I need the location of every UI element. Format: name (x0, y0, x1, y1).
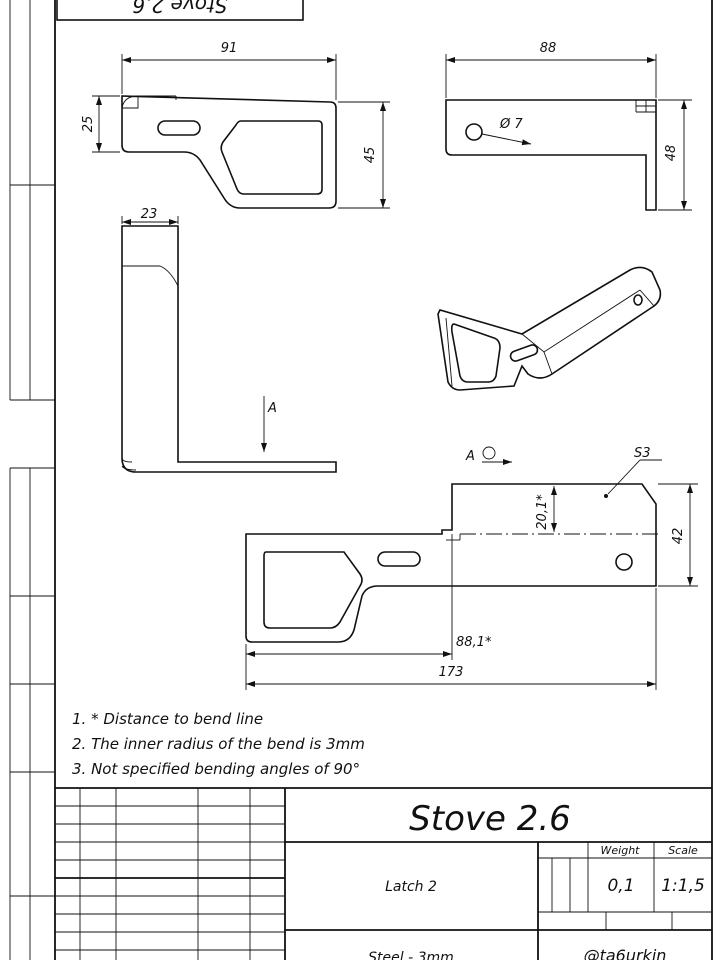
view-arrow-label: A (267, 401, 277, 416)
material: Steel - 3mm (368, 950, 454, 960)
roughness-label: S3 (634, 446, 651, 461)
dim-side-height: 48 (664, 145, 679, 162)
top-view (121, 225, 337, 473)
isometric-view (437, 266, 662, 391)
note-1: 1. * Distance to bend line (72, 710, 263, 728)
weight-value: 0,1 (607, 876, 634, 896)
flat-dimensions: S3 20,1* 42 88,1* 173 (245, 446, 698, 690)
front-dimensions: 91 25 45 (81, 41, 390, 209)
side-dimensions: 88 Ø 7 48 (445, 41, 692, 211)
side-view (445, 99, 657, 211)
dim-front-width: 91 (221, 41, 238, 56)
top-dimensions: 23 A (121, 207, 277, 452)
drawing-frame (9, 0, 713, 960)
note-2: 2. The inner radius of the bend is 3mm (72, 735, 365, 753)
dim-front-height-right: 45 (363, 147, 378, 164)
flat-pattern (245, 459, 662, 643)
dim-flat-height: 42 (671, 528, 686, 545)
drawing-title: Stove 2.6 (409, 799, 571, 839)
dim-side-width: 88 (540, 41, 557, 56)
part-name: Latch 2 (385, 879, 437, 895)
notes: 1. * Distance to bend line 2. The inner … (72, 710, 365, 778)
front-view (121, 95, 337, 209)
stamp-box: Stove 2.6 (56, 0, 304, 21)
title-block: Stove 2.6 Latch 2 Weight Scale 0,1 1:1,5… (55, 787, 712, 960)
author: @ta6urkin (584, 946, 667, 960)
weight-label: Weight (601, 844, 641, 857)
scale-label: Scale (668, 844, 698, 857)
view-a-marker: A (465, 446, 512, 465)
dim-flat-total-length: 173 (439, 665, 464, 680)
dim-flat-bend-offset: 20,1* (535, 494, 550, 530)
dim-flat-bend-distance: 88,1* (456, 635, 492, 650)
note-3: 3. Not specified bending angles of 90° (72, 760, 360, 778)
dim-front-height-left: 25 (81, 116, 96, 133)
stamp-text: Stove 2.6 (132, 0, 227, 17)
flat-view-label: A (465, 449, 475, 464)
dim-top-width: 23 (141, 207, 158, 222)
dim-side-hole: Ø 7 (499, 117, 523, 132)
scale-value: 1:1,5 (661, 876, 705, 896)
